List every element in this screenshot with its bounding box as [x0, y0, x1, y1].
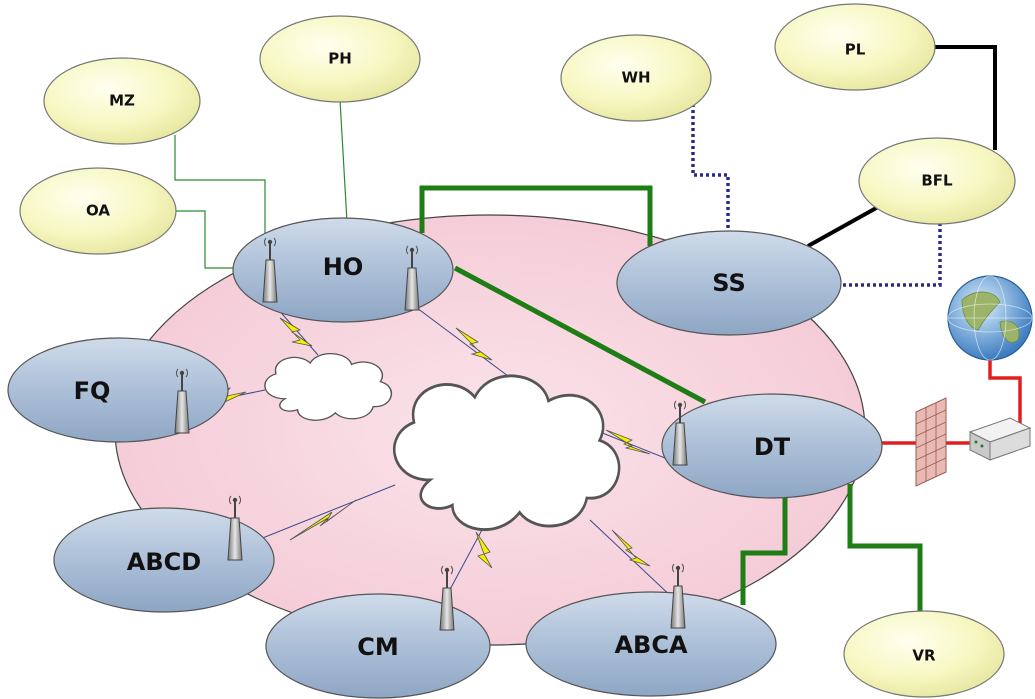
node-abcd[interactable]: ABCD [53, 507, 275, 613]
svg-text:MZ: MZ [109, 92, 135, 110]
svg-text:HO: HO [323, 253, 364, 281]
wire-ho-bigcloud [412, 304, 521, 386]
link-router-globe [988, 360, 1022, 430]
node-cm[interactable]: CM [265, 593, 491, 699]
cloud-icon [392, 374, 621, 532]
svg-text:FQ: FQ [74, 377, 111, 405]
svg-text:ABCA: ABCA [614, 631, 687, 659]
svg-text:BFL: BFL [921, 172, 953, 190]
cloud-icon [264, 352, 393, 422]
node-ph[interactable]: PH [259, 15, 421, 103]
svg-text:CM: CM [357, 633, 399, 661]
svg-text:VR: VR [912, 647, 936, 665]
node-mz[interactable]: MZ [43, 57, 201, 145]
node-wh[interactable]: WH [560, 34, 712, 122]
node-fq[interactable]: FQ [7, 337, 229, 443]
node-pl[interactable]: PL [774, 3, 936, 91]
node-ss[interactable]: SS [616, 230, 842, 336]
svg-text:PH: PH [328, 50, 352, 68]
link-ss-bfl-dotted [843, 224, 942, 287]
router-icon [968, 417, 1032, 461]
link-dt-abca [740, 496, 788, 605]
node-vr[interactable]: VR [843, 610, 1005, 698]
svg-text:SS: SS [712, 269, 746, 297]
link-dt-vr [847, 484, 923, 612]
link-ho-dt [453, 265, 707, 405]
node-oa[interactable]: OA [19, 167, 177, 255]
svg-text:OA: OA [86, 202, 110, 220]
link-ph-ho [339, 99, 348, 223]
svg-text:PL: PL [845, 41, 866, 59]
link-mz-ho [174, 135, 266, 235]
svg-text:ABCD: ABCD [127, 548, 201, 576]
link-pl-bfl [935, 45, 997, 150]
globe-icon [947, 275, 1033, 361]
node-dt[interactable]: DT [661, 393, 883, 499]
link-wh-ss [691, 104, 730, 230]
link-ss-bfl [807, 205, 879, 248]
link-ho-ss [419, 185, 653, 246]
svg-text:WH: WH [621, 69, 650, 87]
node-ho[interactable]: HO [232, 217, 454, 323]
firewall-icon [915, 397, 947, 487]
node-bfl[interactable]: BFL [858, 137, 1016, 225]
wire-abcd-bigcloud [244, 484, 396, 546]
node-abca[interactable]: ABCA [525, 591, 777, 697]
wire-dt-bigcloud [594, 429, 676, 463]
svg-text:DT: DT [754, 433, 791, 461]
link-oa-ho [176, 210, 238, 269]
